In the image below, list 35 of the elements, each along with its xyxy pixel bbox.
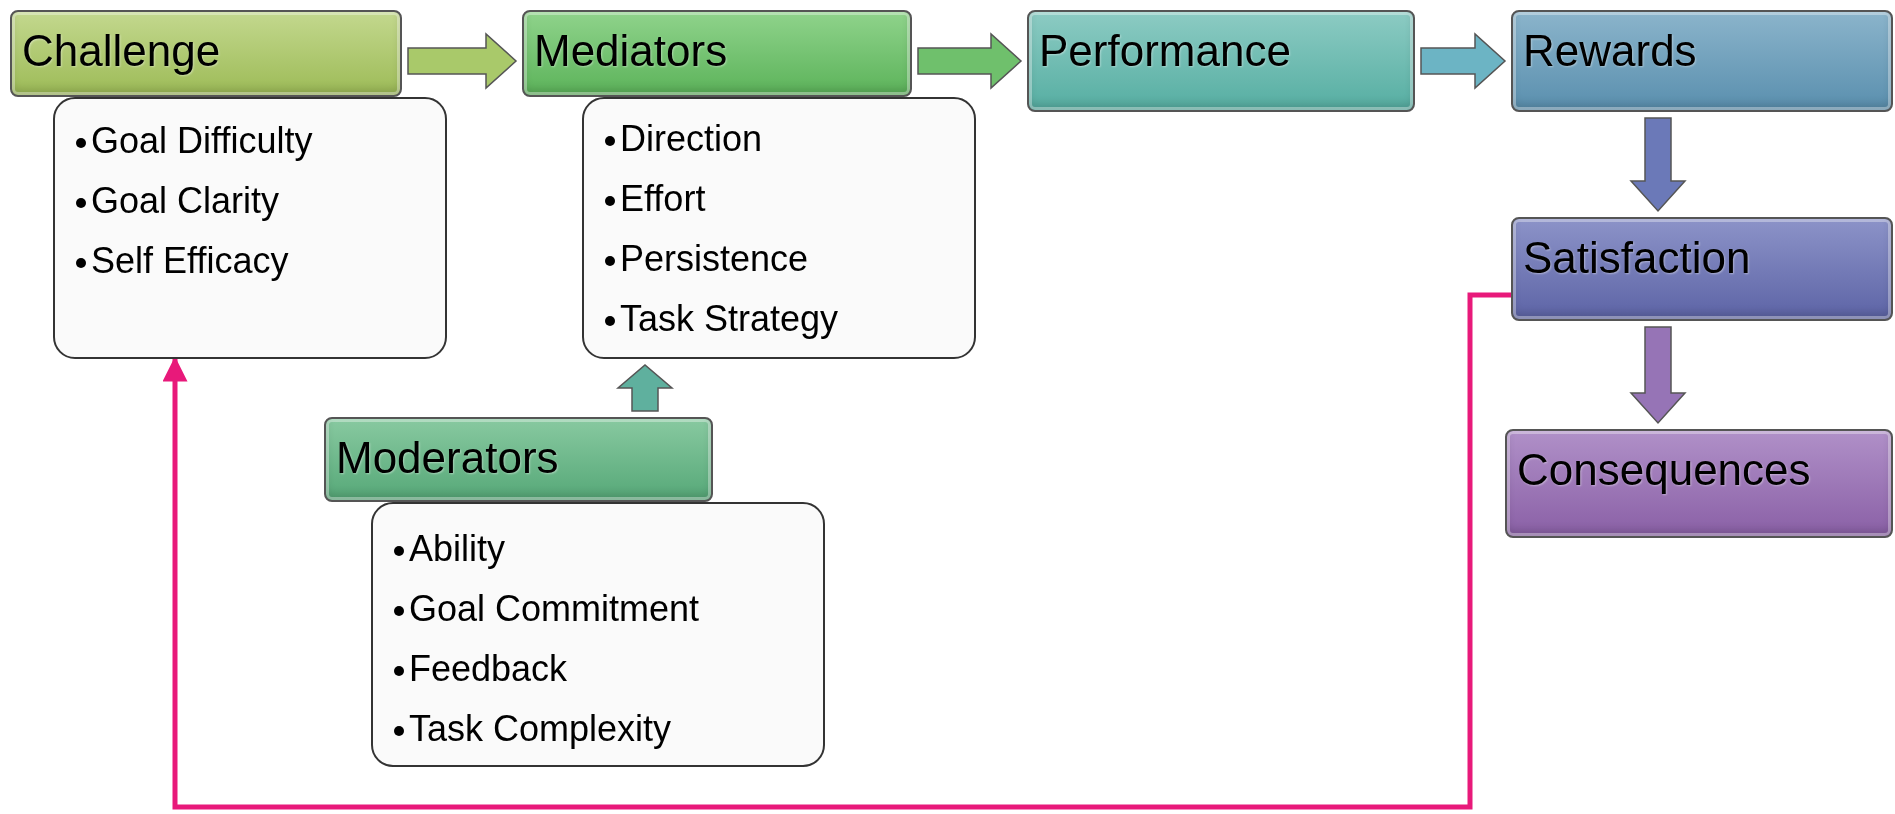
list-item-text: Ability [409,528,506,569]
heading-box [522,10,912,97]
bullet-list-box [53,97,447,359]
heading-text: Satisfaction [1523,233,1751,283]
heading-box [1511,217,1893,321]
list-item-text: Task Complexity [409,708,672,749]
block-arrow [615,364,675,412]
list-item-text: Persistence [620,238,809,279]
heading-box [1027,10,1415,112]
heading-text: Mediators [534,26,728,76]
list-item-text: Feedback [409,648,568,689]
heading-text: Rewards [1523,26,1697,76]
list-item-text: Direction [620,118,763,159]
block-arrow [1629,117,1687,213]
heading-box [1511,10,1893,112]
block-arrow [1629,326,1687,425]
list-item-text: Self Efficacy [91,240,289,281]
bullet-list-box [582,97,976,359]
bullet-list-box [371,502,825,767]
list-item-text: Goal Clarity [91,180,280,221]
heading-box [1505,429,1893,538]
block-arrow [1420,32,1507,90]
list-item-text: Effort [620,178,706,219]
heading-box [324,417,713,502]
heading-text: Moderators [336,433,559,483]
heading-text: Consequences [1517,445,1811,495]
list-item-text: Goal Difficulty [91,120,313,161]
list-item-text: Goal Commitment [409,588,700,629]
list-item-text: Task Strategy [620,298,839,339]
heading-box [10,10,402,97]
block-arrow [407,32,518,90]
feedback-arrow [162,292,1511,810]
block-arrow [917,32,1023,90]
heading-text: Challenge [22,26,221,76]
heading-text: Performance [1039,26,1291,76]
